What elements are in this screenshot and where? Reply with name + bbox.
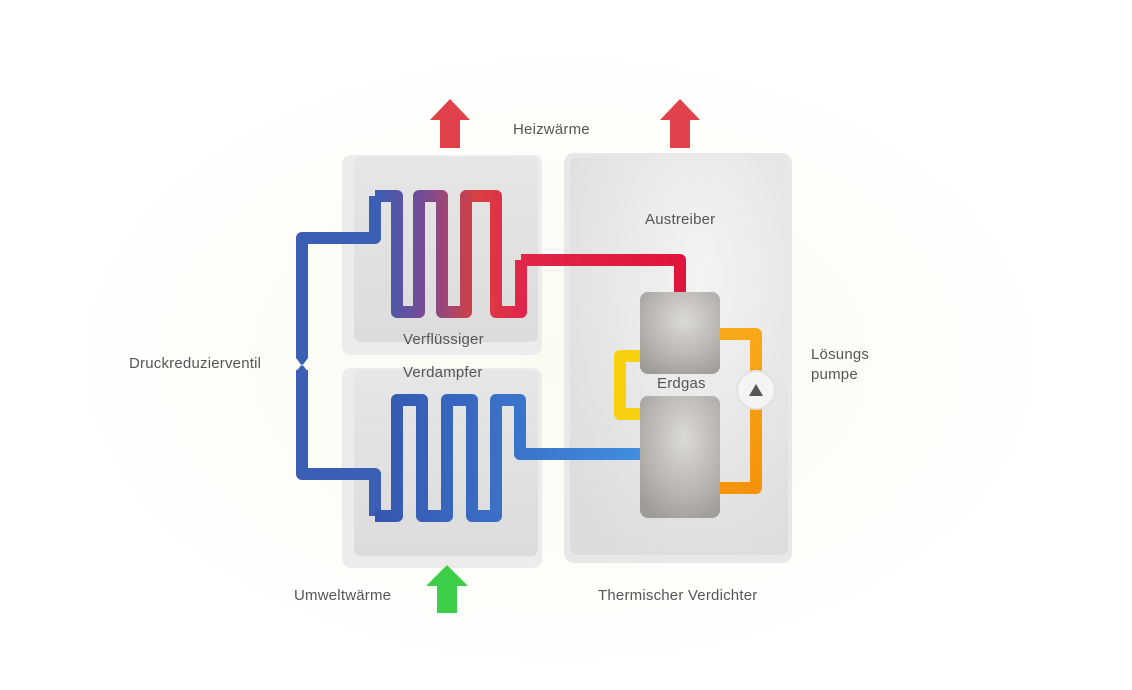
absorber-vessel xyxy=(640,396,720,518)
strong-solution-line xyxy=(718,328,762,494)
hot-vapour-line xyxy=(521,254,686,292)
heat-output-label: Heizwärme xyxy=(513,121,590,138)
weak-solution-line xyxy=(614,350,640,420)
pressure-valve-icon xyxy=(296,358,308,372)
thermal-compressor-label: Thermischer Verdichter xyxy=(598,587,758,604)
evaporator-label: Verdampfer xyxy=(403,364,483,381)
condenser-label: Verflüssiger xyxy=(403,331,484,348)
desorber-label: Austreiber xyxy=(645,211,716,228)
heat-out-arrow-icon xyxy=(430,99,470,148)
pressure-valve-label: Druckreduzierventil xyxy=(129,355,262,372)
heat-out-arrow-icon xyxy=(660,99,700,148)
pump-icon xyxy=(736,370,776,410)
ambient-heat-label: Umweltwärme xyxy=(294,587,392,604)
ambient-heat-arrow-icon xyxy=(426,565,468,613)
solution-pump-label-line1: Lösungs xyxy=(811,346,870,363)
solution-pump-label-line2: pumpe xyxy=(811,366,858,383)
natural-gas-label: Erdgas xyxy=(657,375,706,392)
desorber-vessel xyxy=(640,292,720,374)
pressure-reducer-line xyxy=(296,196,381,516)
condenser-coil xyxy=(375,190,527,318)
evaporator-coil xyxy=(375,394,640,522)
